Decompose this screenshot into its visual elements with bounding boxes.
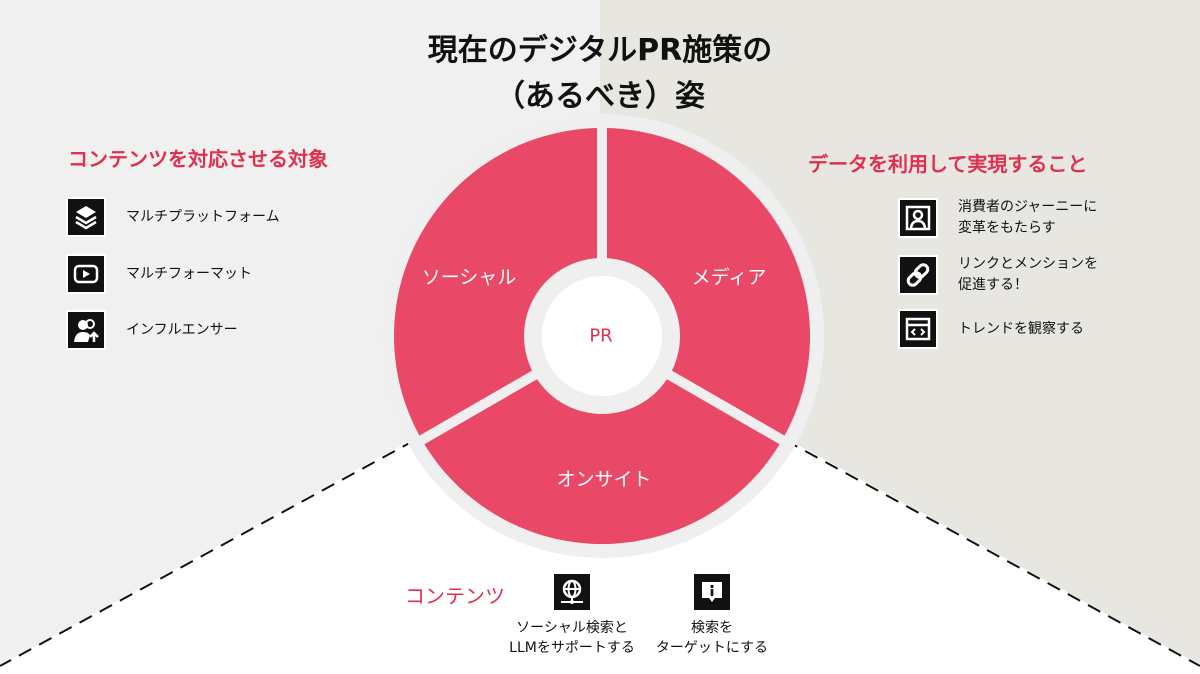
bottom-section-heading: コンテンツ [405,584,505,608]
left-section-heading: コンテンツを対応させる対象 [68,147,328,171]
list-item: マルチフォーマット [66,254,252,294]
dashed-divider-right [784,439,1200,667]
segment-media [606,128,810,436]
influencer-icon [66,310,106,350]
layers-icon [66,197,106,237]
right-section-heading: データを利用して実現すること [808,152,1088,176]
dashed-divider-left [0,439,416,667]
list-item: トレンドを観察する [898,309,1084,349]
item-label: リンクとメンションを促進する！ [958,256,1098,293]
user-profile-icon [898,198,938,238]
item-label: マルチプラットフォーム [126,208,280,225]
wheel-center [542,276,662,396]
video-play-icon [66,254,106,294]
code-window-icon [898,309,938,349]
segment-label-onsite: オンサイト [556,468,652,491]
item-label: マルチフォーマット [126,265,252,282]
wheel-center-label: PR [589,325,613,347]
item-label: 検索をターゲットにする [655,620,769,656]
pr-wheel [380,114,824,558]
segment-onsite [424,379,780,544]
info-pin-icon [692,572,732,612]
item-label: トレンドを観察する [958,320,1084,337]
segment-label-media: メディア [691,266,767,289]
link-icon [898,255,938,295]
title-line-1: 現在のデジタルPR施策の [427,33,773,68]
segment-social [394,128,598,436]
item-label: 消費者のジャーニーに変革をもたらす [958,199,1098,236]
list-item: インフルエンサー [66,310,238,350]
globe-network-icon [552,572,592,612]
title-line-2: （あるべき）姿 [495,79,705,114]
list-item: マルチプラットフォーム [66,197,280,237]
list-item: 検索をターゲットにする [642,572,782,658]
segment-label-social: ソーシャル [421,266,517,289]
list-item: 消費者のジャーニーに変革をもたらす [898,197,1097,239]
page-title: 現在のデジタルPR施策の （あるべき）姿 [0,28,1200,120]
list-item: リンクとメンションを促進する！ [898,254,1098,296]
item-label: インフルエンサー [126,321,238,338]
